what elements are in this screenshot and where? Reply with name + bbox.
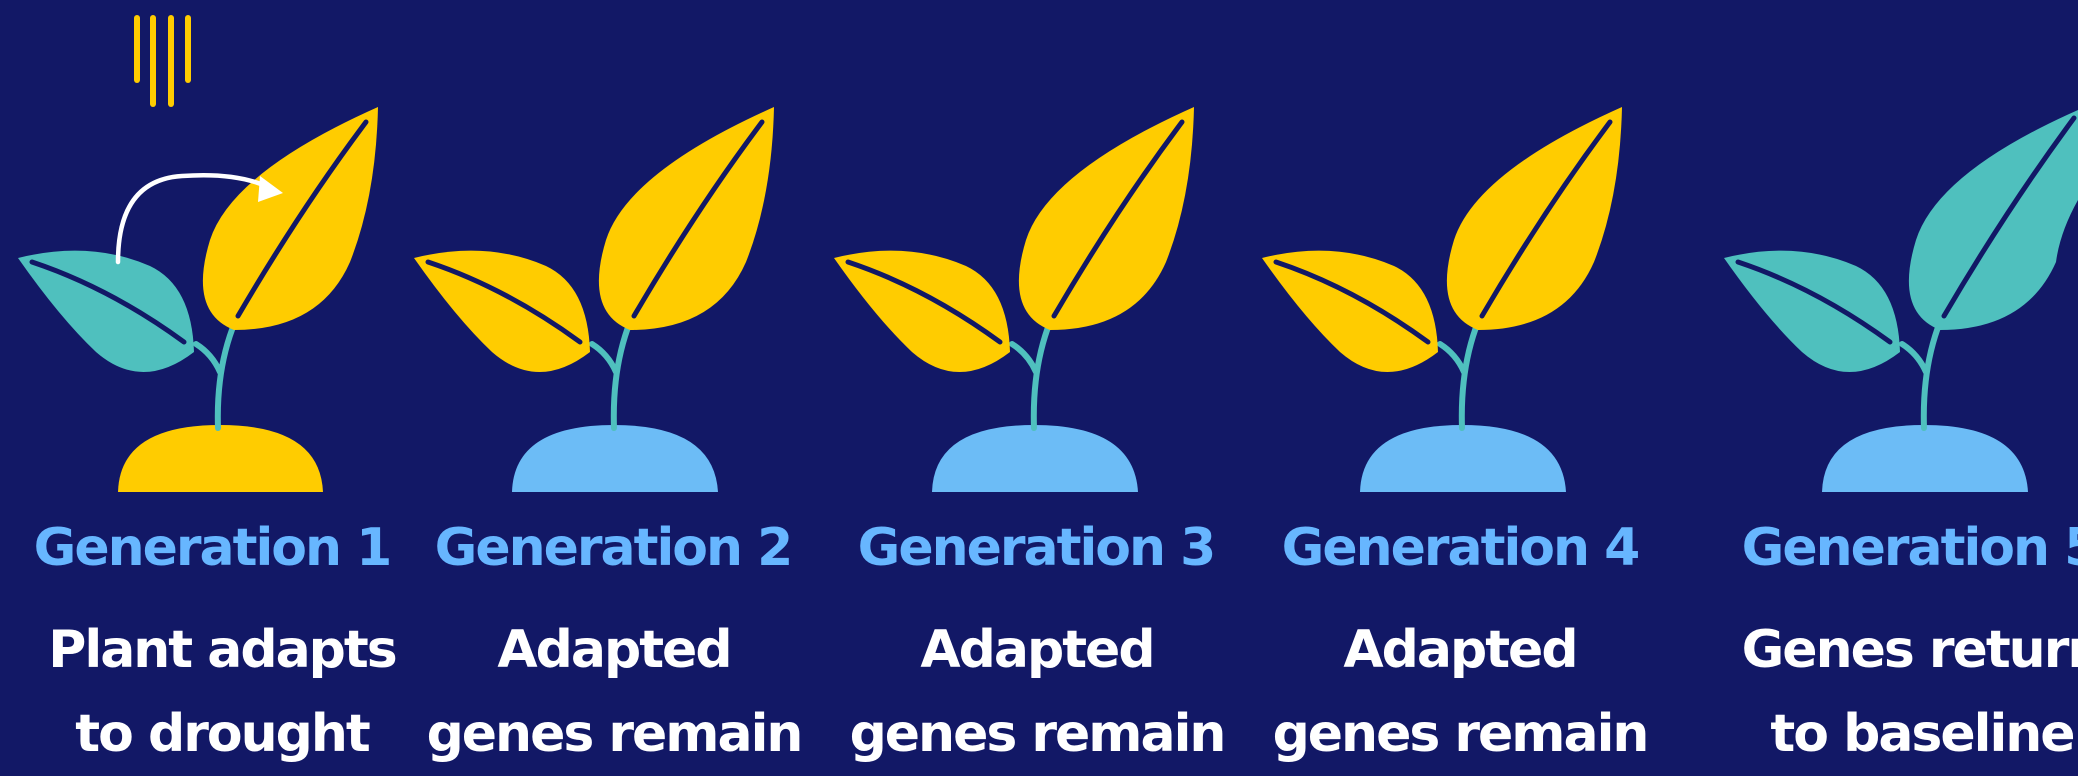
description-line-1: Genes return	[1732, 608, 2078, 692]
plant-generation-2	[414, 107, 774, 492]
description-line-1: Plant adapts	[32, 608, 412, 692]
description-line-2: to baseline	[1732, 692, 2078, 776]
description-line-2: genes remain	[847, 692, 1227, 776]
plant-generation-4	[1262, 107, 1622, 492]
generation-title: Generation 1	[22, 518, 402, 578]
soil-mound	[1822, 425, 2028, 492]
generation-description: Plant adapts to drought	[32, 608, 412, 776]
soil-mound	[118, 425, 323, 492]
plant-stem	[1012, 322, 1050, 428]
right-leaf	[1909, 110, 2078, 330]
generation-title: Generation 4	[1270, 518, 1650, 578]
soil-mound	[1360, 425, 1566, 492]
plant-stem	[592, 322, 630, 428]
plant-generation-3	[834, 107, 1194, 492]
drought-lines-icon	[137, 18, 188, 104]
plant-generation-1	[18, 18, 378, 492]
description-line-2: genes remain	[424, 692, 804, 776]
description-line-2: genes remain	[1270, 692, 1650, 776]
generation-description: Genes return to baseline	[1732, 608, 2078, 776]
plant-stem	[1902, 322, 1940, 428]
generation-description: Adapted genes remain	[1270, 608, 1650, 776]
description-line-1: Adapted	[847, 608, 1227, 692]
generation-title: Generation 3	[846, 518, 1226, 578]
soil-mound	[512, 425, 718, 492]
plant-generation-5	[1724, 110, 2078, 492]
plant-stem	[1440, 322, 1478, 428]
description-line-1: Adapted	[424, 608, 804, 692]
generation-description: Adapted genes remain	[847, 608, 1227, 776]
description-line-1: Adapted	[1270, 608, 1650, 692]
description-line-2: to drought	[32, 692, 412, 776]
generation-title: Generation 5	[1730, 518, 2078, 578]
soil-mound	[932, 425, 1138, 492]
generation-description: Adapted genes remain	[424, 608, 804, 776]
plant-stem	[196, 322, 235, 428]
generation-title: Generation 2	[423, 518, 803, 578]
